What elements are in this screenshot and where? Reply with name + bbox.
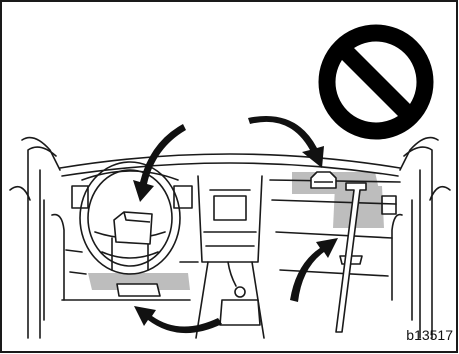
object-on-steering-pad [114, 212, 152, 244]
arrow-to-glovebox [290, 238, 338, 302]
no-symbol-icon [327, 33, 425, 131]
arrow-to-dashboard [248, 116, 324, 168]
object-on-dashboard [311, 172, 336, 188]
figure-reference-code: b13517 [406, 327, 453, 343]
dashboard-outline [10, 138, 450, 338]
arrow-to-floor [134, 306, 222, 333]
object-on-floor [117, 284, 160, 296]
